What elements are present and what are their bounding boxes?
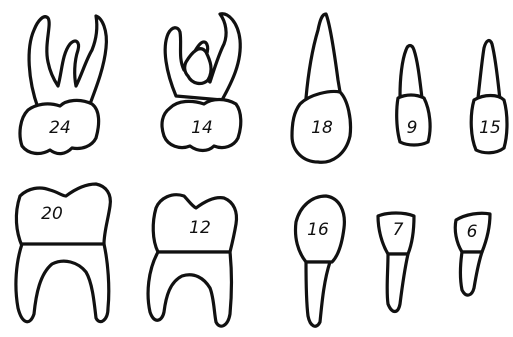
tooth-18: 18	[292, 14, 351, 162]
tooth-20-label: 20	[41, 204, 63, 224]
tooth-14-label: 14	[191, 118, 213, 138]
tooth-16: 16	[295, 196, 344, 326]
tooth-20: 20	[16, 184, 110, 322]
tooth-6: 6	[455, 213, 490, 295]
tooth-15: 15	[471, 41, 507, 153]
tooth-24-label: 24	[49, 118, 71, 138]
tooth-9-label: 9	[407, 118, 418, 138]
tooth-6-label: 6	[467, 222, 478, 242]
tooth-18-label: 18	[311, 118, 333, 138]
tooth-16-label: 16	[307, 220, 329, 240]
tooth-12-label: 12	[189, 218, 211, 238]
tooth-12: 12	[148, 195, 236, 326]
tooth-15-label: 15	[479, 118, 501, 138]
tooth-24: 24	[20, 16, 106, 154]
tooth-7: 7	[378, 213, 414, 312]
tooth-14: 14	[162, 14, 241, 151]
tooth-9: 9	[397, 46, 430, 146]
tooth-7-label: 7	[393, 220, 404, 240]
